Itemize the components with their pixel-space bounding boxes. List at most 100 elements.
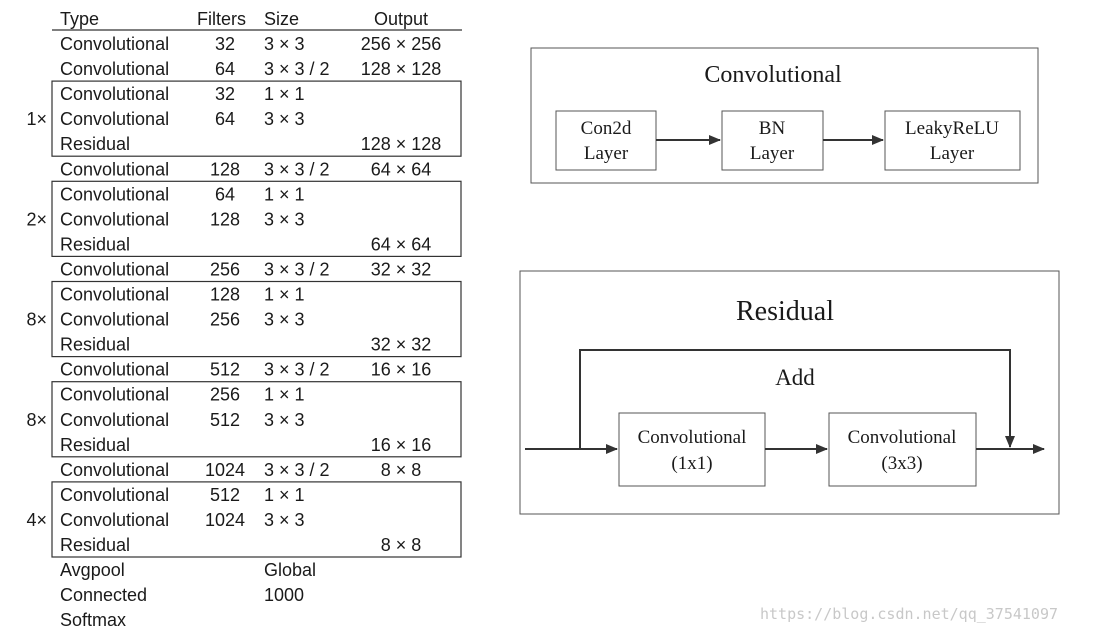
cell-output: 128 × 128 [361, 59, 442, 79]
cell-size: 3 × 3 / 2 [264, 360, 330, 380]
conv-1x1-box [618, 412, 766, 487]
cell-filters: 1024 [205, 510, 245, 530]
cell-size: 1000 [264, 585, 304, 605]
cell-size: 3 × 3 [264, 310, 305, 330]
table-row: Convolutional 32 3 × 3 256 × 256 [60, 34, 441, 54]
cell-type: Convolutional [60, 109, 169, 129]
leakyrelu-layer-label-2: Layer [930, 143, 975, 164]
cell-size: 3 × 3 [264, 209, 305, 229]
residual-group-box [51, 180, 462, 258]
group-repeat-label: 1× [26, 109, 47, 129]
cell-filters: 64 [215, 59, 235, 79]
cell-filters: 64 [215, 184, 235, 204]
con2d-layer-label-2: Layer [584, 143, 629, 164]
add-label: Add [775, 365, 815, 390]
darknet-table: Type Filters Size Output Convolutional 32… [26, 9, 462, 630]
residual-block-diagram: Residual Add Convolutional (1x1) Convolu… [519, 270, 1060, 515]
conv-1x1-label-1: Convolutional [638, 427, 747, 448]
cell-size: Global [264, 560, 316, 580]
cell-output: 256 × 256 [361, 34, 442, 54]
cell-output: 64 × 64 [371, 159, 432, 179]
cell-type: Convolutional [60, 410, 169, 430]
cell-type: Convolutional [60, 310, 169, 330]
cell-size: 3 × 3 / 2 [264, 159, 330, 179]
cell-type: Softmax [60, 610, 126, 630]
cell-size: 1 × 1 [264, 184, 305, 204]
cell-size: 3 × 3 / 2 [264, 460, 330, 480]
conv-3x3-label-2: (3x3) [881, 453, 922, 474]
cell-type: Convolutional [60, 360, 169, 380]
residual-block-title: Residual [736, 296, 834, 327]
cell-type: Convolutional [60, 385, 169, 405]
conv-block-frame [530, 47, 1039, 184]
cell-size: 1 × 1 [264, 84, 305, 104]
cell-type: Convolutional [60, 260, 169, 280]
table-row: Convolutional 64 1 × 1 [60, 184, 305, 204]
cell-size: 3 × 3 [264, 410, 305, 430]
table-row: Convolutional 512 3 × 3 [60, 410, 305, 430]
residual-group-box [51, 280, 462, 358]
cell-size: 3 × 3 [264, 109, 305, 129]
cell-type: Convolutional [60, 485, 169, 505]
group-repeat-label: 4× [26, 510, 47, 530]
conv-3x3-label-1: Convolutional [848, 427, 957, 448]
cell-type: Residual [60, 535, 130, 555]
cell-type: Convolutional [60, 159, 169, 179]
table-header: Type Filters Size Output [60, 9, 428, 29]
table-row: Residual 16 × 16 [60, 435, 431, 455]
cell-type: Residual [60, 435, 130, 455]
cell-filters: 128 [210, 285, 240, 305]
leakyrelu-layer-label-1: LeakyReLU [905, 118, 999, 139]
cell-output: 16 × 16 [371, 435, 432, 455]
cell-size: 1 × 1 [264, 285, 305, 305]
cell-type: Convolutional [60, 34, 169, 54]
cell-filters: 32 [215, 84, 235, 104]
cell-filters: 256 [210, 260, 240, 280]
cell-output: 32 × 32 [371, 335, 432, 355]
cell-type: Residual [60, 134, 130, 154]
group-repeat-label: 8× [26, 310, 47, 330]
residual-group-box [51, 481, 462, 558]
bn-layer-label-1: BN [759, 118, 786, 139]
cell-filters: 32 [215, 34, 235, 54]
cell-type: Convolutional [60, 209, 169, 229]
leakyrelu-layer-box [884, 110, 1021, 171]
conv-3x3-box [828, 412, 977, 487]
cell-filters: 512 [210, 360, 240, 380]
cell-filters: 1024 [205, 460, 245, 480]
table-row: Softmax [60, 610, 126, 630]
cell-type: Convolutional [60, 184, 169, 204]
cell-output: 8 × 8 [381, 460, 422, 480]
cell-output: 64 × 64 [371, 234, 432, 254]
header-output: Output [374, 9, 428, 29]
cell-size: 3 × 3 [264, 34, 305, 54]
residual-group-box [51, 80, 462, 157]
table-row: Convolutional 512 3 × 3 / 2 16 × 16 [60, 360, 431, 380]
cell-size: 3 × 3 / 2 [264, 260, 330, 280]
cell-output: 16 × 16 [371, 360, 432, 380]
group-repeat-label: 8× [26, 410, 47, 430]
group-repeat-label: 2× [26, 209, 47, 229]
cell-output: 32 × 32 [371, 260, 432, 280]
residual-group-box [51, 381, 462, 458]
cell-filters: 256 [210, 385, 240, 405]
cell-filters: 128 [210, 209, 240, 229]
table-groups: 1× 2× 8× 8× 4× [26, 80, 462, 558]
bn-layer-label-2: Layer [750, 143, 795, 164]
cell-filters: 512 [210, 410, 240, 430]
